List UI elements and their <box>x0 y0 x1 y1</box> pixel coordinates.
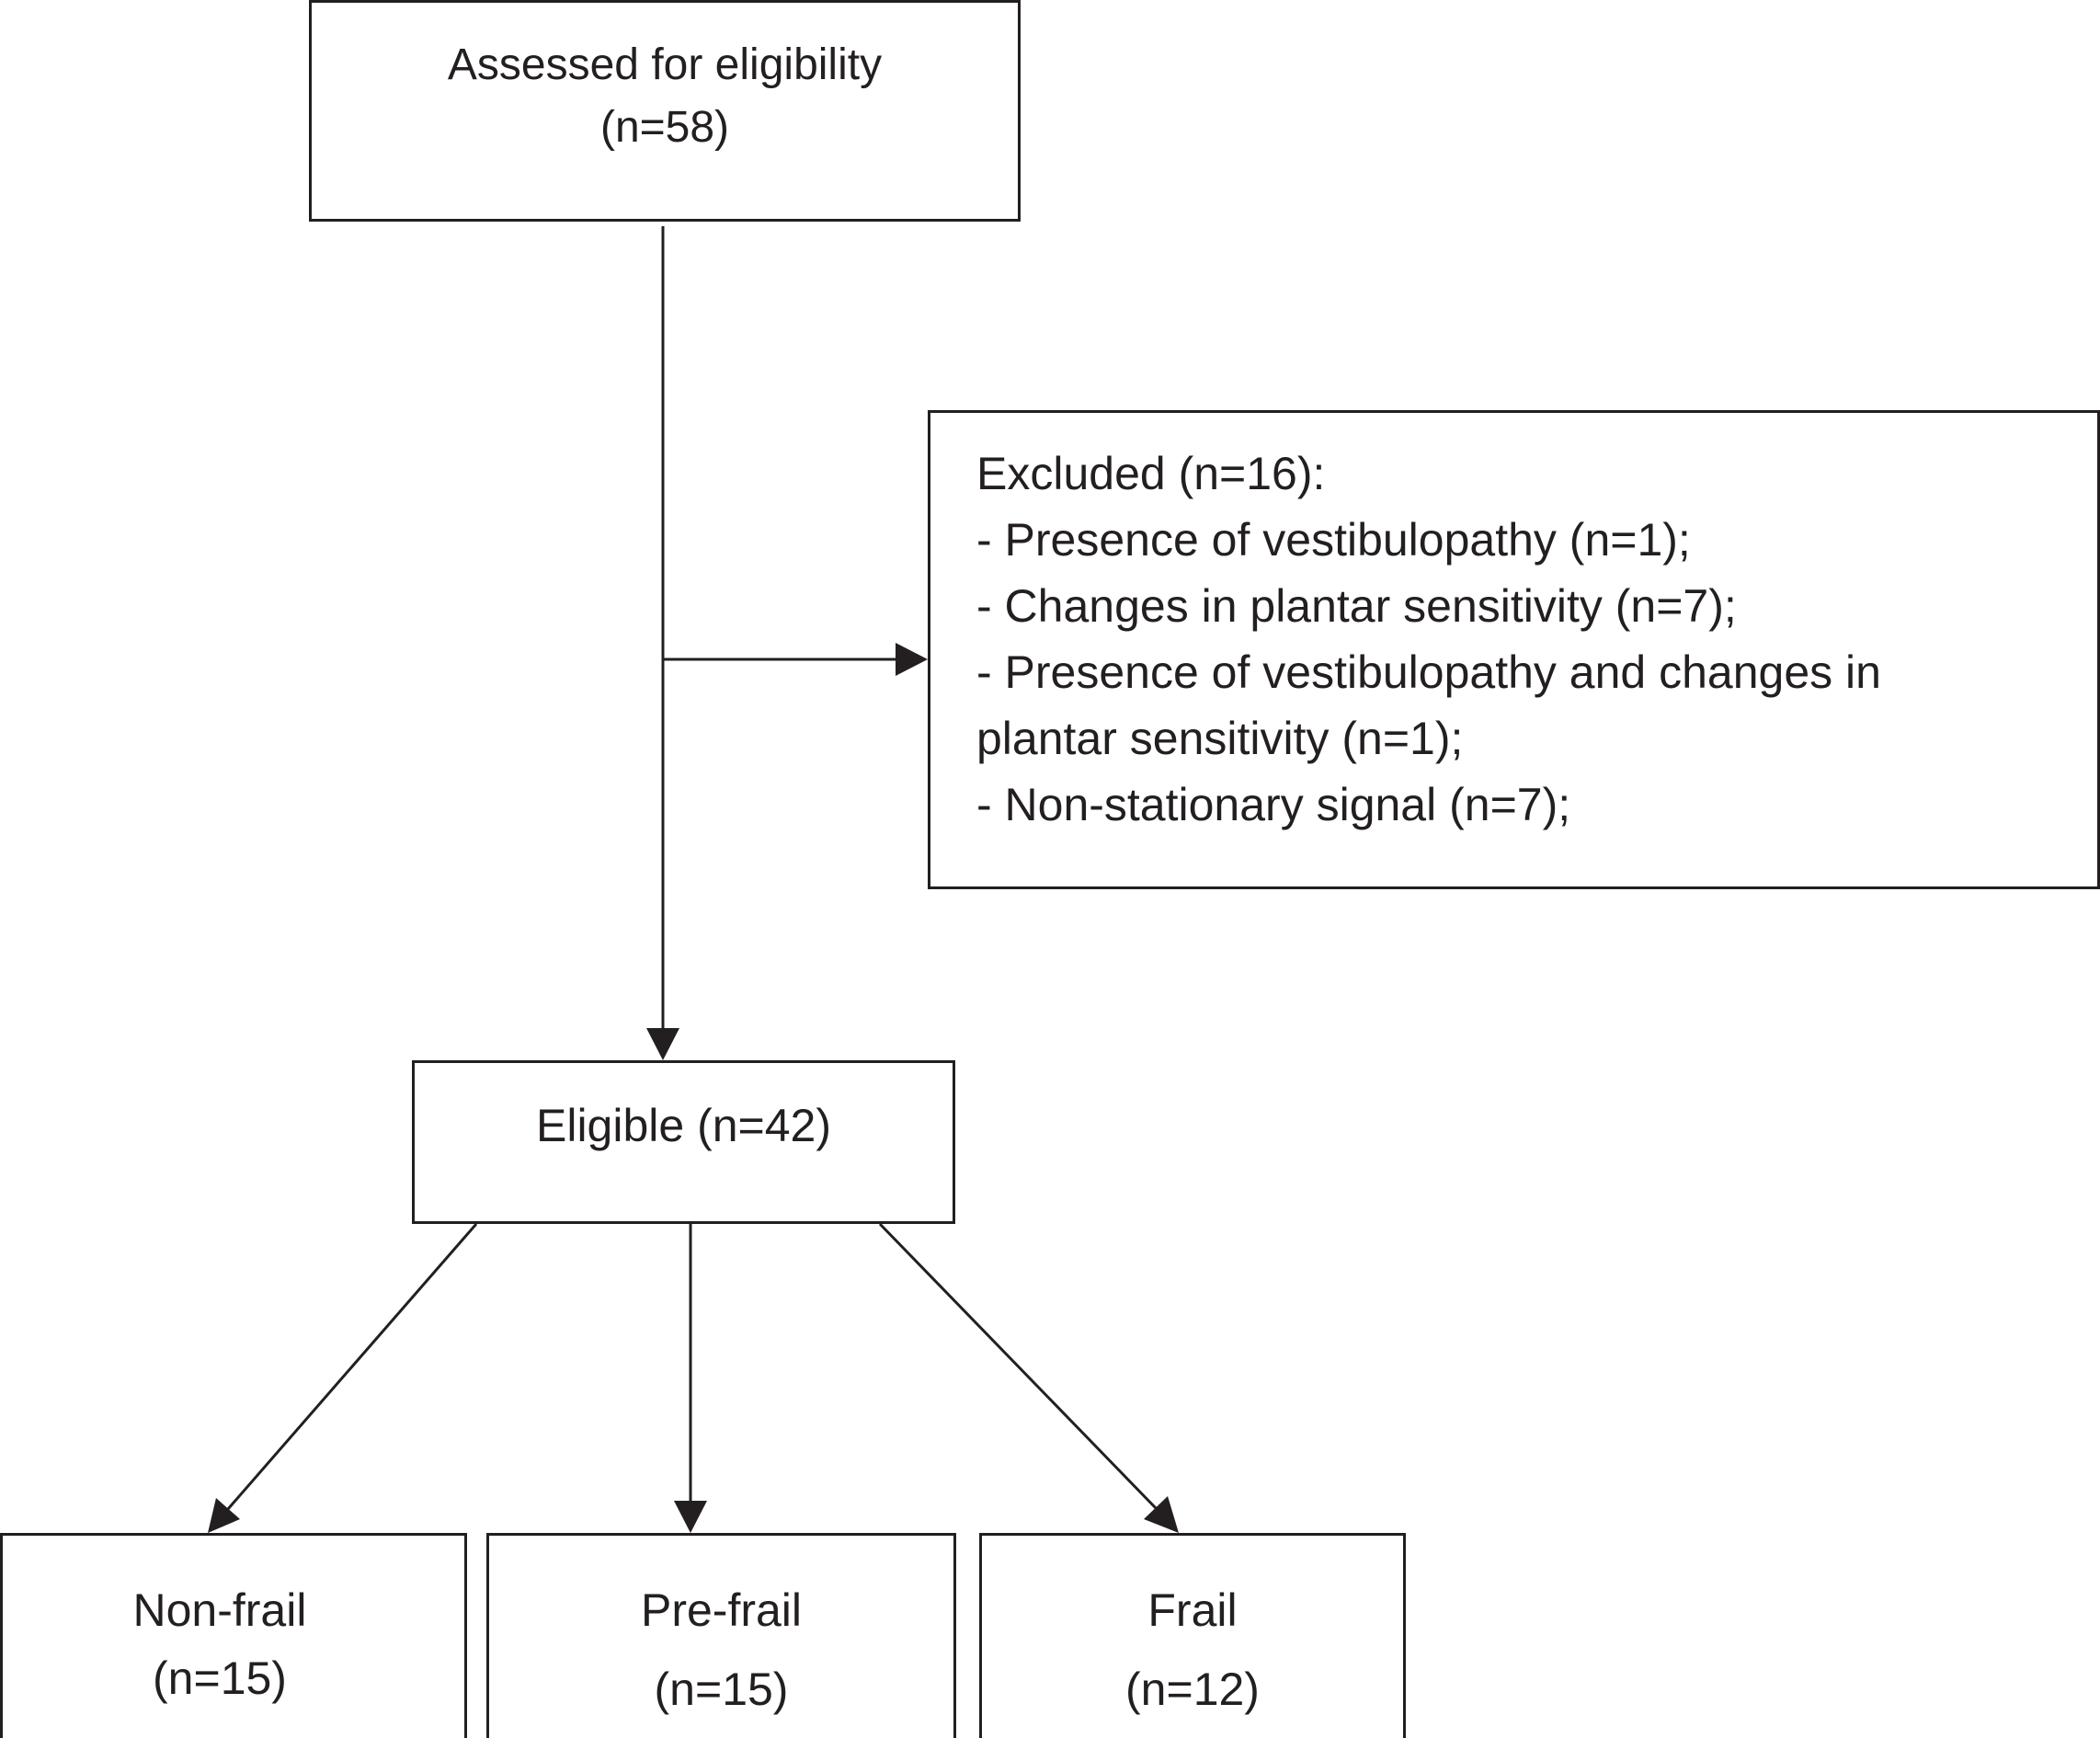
excluded-title: Excluded (n=16): <box>976 448 1326 499</box>
frail-count: (n=12) <box>1125 1664 1260 1715</box>
excluded-item-plantar: - Changes in plantar sensitivity (n=7); <box>976 580 1737 632</box>
excluded-item-both: - Presence of vestibulopathy and changes… <box>976 646 1881 698</box>
frail-label: Frail <box>1147 1584 1238 1636</box>
assessed-box: Assessed for eligibility (n=58) <box>309 0 1021 222</box>
excluded-item-vestibulopathy: - Presence of vestibulopathy (n=1); <box>976 514 1691 566</box>
non-frail-label: Non-frail <box>132 1584 307 1636</box>
assessed-label: Assessed for eligibility <box>447 40 883 89</box>
arrowhead-to-eligible <box>646 1028 679 1060</box>
arrowhead-to-excluded <box>896 643 928 676</box>
line-to-non-frail <box>226 1223 478 1510</box>
excluded-box: Excluded (n=16): - Presence of vestibulo… <box>928 410 2100 889</box>
eligible-box: Eligible (n=42) <box>412 1060 955 1224</box>
line-to-frail <box>878 1222 1158 1510</box>
pre-frail-count: (n=15) <box>654 1664 789 1715</box>
excluded-item-signal: - Non-stationary signal (n=7); <box>976 779 1571 830</box>
frail-box: Frail (n=12) <box>979 1533 1406 1738</box>
assessed-count: (n=58) <box>599 103 730 152</box>
pre-frail-label: Pre-frail <box>640 1584 803 1636</box>
non-frail-box: Non-frail (n=15) <box>0 1533 467 1738</box>
pre-frail-box: Pre-frail (n=15) <box>486 1533 956 1738</box>
eligible-label: Eligible (n=42) <box>535 1100 832 1151</box>
arrowhead-to-pre-frail <box>674 1501 707 1533</box>
arrowhead-to-non-frail <box>208 1498 240 1533</box>
arrowhead-to-frail <box>1144 1496 1179 1533</box>
non-frail-count: (n=15) <box>153 1652 287 1704</box>
excluded-item-both-continued: plantar sensitivity (n=1); <box>976 713 1464 764</box>
